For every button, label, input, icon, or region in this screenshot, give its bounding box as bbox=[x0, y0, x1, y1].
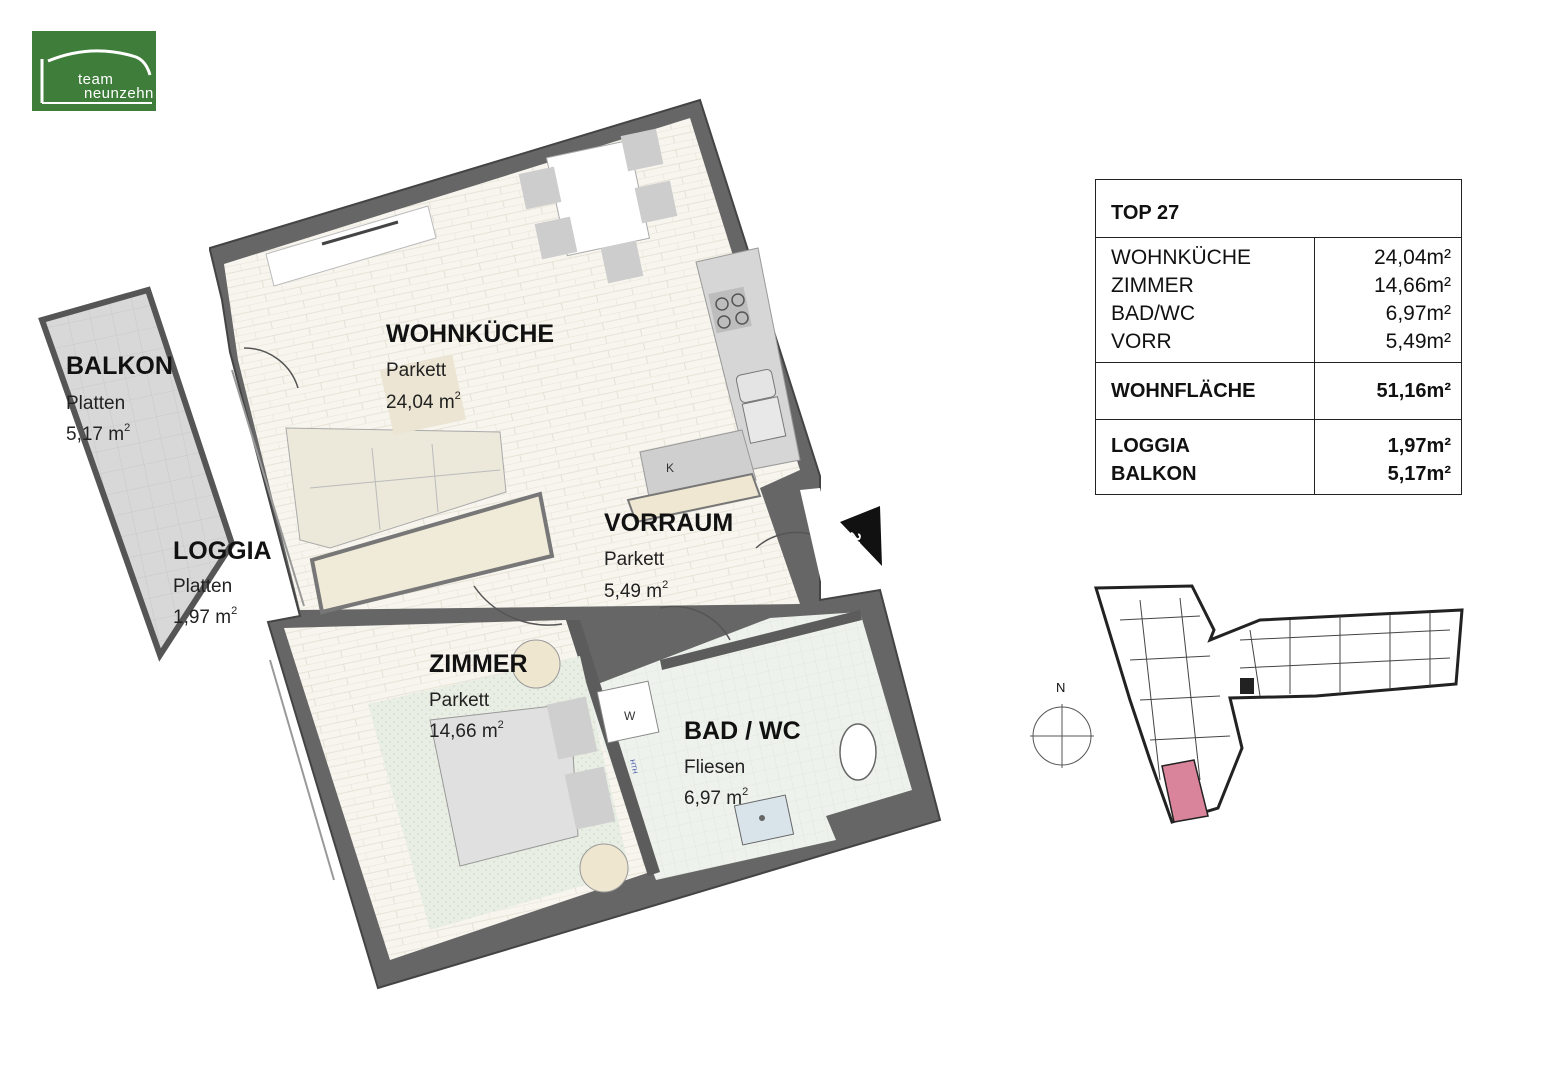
table-row-value: 5,49m² bbox=[1385, 330, 1451, 353]
table-row-value: 24,04m² bbox=[1373, 246, 1451, 269]
table-row-value: 1,97m² bbox=[1387, 435, 1451, 457]
area-table-title: TOP 27 bbox=[1096, 180, 1461, 238]
table-row-label: VORR bbox=[1111, 330, 1172, 353]
table-row-label: LOGGIA bbox=[1111, 435, 1190, 457]
room-area-loggia: 1,97 m2 bbox=[173, 605, 238, 628]
room-area-zimmer: 14,66 m2 bbox=[429, 719, 504, 742]
area-table-living-rows: WOHNKÜCHE ZIMMER BAD/WC VORR 24,04m² 14,… bbox=[1096, 238, 1461, 363]
room-floor-balkon: Platten bbox=[66, 393, 126, 414]
room-name-balkon: BALKON bbox=[66, 352, 173, 380]
north-label: N bbox=[1056, 680, 1066, 695]
table-row-value: 5,17m² bbox=[1387, 463, 1451, 485]
building-key-plan bbox=[1093, 584, 1464, 824]
total-label: WOHNFLÄCHE bbox=[1111, 380, 1256, 402]
sofa bbox=[285, 427, 507, 549]
room-floor-wohnkueche: Parkett bbox=[386, 360, 447, 381]
room-floor-bad: Fliesen bbox=[684, 757, 746, 778]
logo-text-line2: neunzehn bbox=[84, 85, 154, 102]
table-row-label: ZIMMER bbox=[1111, 274, 1194, 297]
total-value: 51,16m² bbox=[1376, 380, 1452, 402]
floor-plan: K W HTH bbox=[38, 98, 942, 990]
room-floor-loggia: Platten bbox=[173, 576, 233, 597]
table-row-value: 14,66m² bbox=[1373, 274, 1451, 297]
entrance-marker bbox=[840, 506, 882, 566]
room-floor-vorraum: Parkett bbox=[604, 549, 665, 570]
washer-label: W bbox=[624, 709, 636, 723]
room-name-zimmer: ZIMMER bbox=[429, 650, 528, 678]
company-logo: team neunzehn bbox=[32, 31, 156, 111]
area-table: TOP 27 WOHNKÜCHE ZIMMER BAD/WC VORR 24,0… bbox=[1095, 179, 1462, 495]
highlighted-unit bbox=[1161, 759, 1209, 823]
table-row-value: 6,97m² bbox=[1385, 302, 1451, 325]
room-area-vorraum: 5,49 m2 bbox=[604, 579, 669, 602]
room-area-wohnkueche: 24,04 m2 bbox=[386, 390, 461, 413]
compass-icon bbox=[1030, 704, 1094, 768]
room-name-loggia: LOGGIA bbox=[173, 537, 272, 565]
area-table-total-row: WOHNFLÄCHE 51,16m² bbox=[1096, 363, 1461, 420]
balcony-floor bbox=[38, 286, 236, 662]
fridge-label: K bbox=[666, 461, 674, 475]
table-row-label: WOHNKÜCHE bbox=[1111, 246, 1251, 269]
room-name-wohnkueche: WOHNKÜCHE bbox=[386, 320, 555, 348]
area-table-outdoor-rows: LOGGIA BALKON 1,97m² 5,17m² bbox=[1096, 420, 1461, 494]
room-name-vorraum: VORRAUM bbox=[604, 509, 734, 537]
room-area-bad: 6,97 m2 bbox=[684, 786, 749, 809]
room-area-balkon: 5,17 m2 bbox=[66, 422, 131, 445]
room-floor-zimmer: Parkett bbox=[429, 690, 490, 711]
entrance-number: 27 bbox=[844, 531, 864, 550]
heater-label: HTH bbox=[628, 759, 638, 775]
bathroom-floor bbox=[582, 612, 912, 880]
room-name-bad: BAD / WC bbox=[684, 717, 801, 745]
table-row-label: BALKON bbox=[1111, 463, 1197, 485]
table-row-label: BAD/WC bbox=[1111, 302, 1195, 325]
logo-text-line1: team bbox=[78, 71, 114, 88]
